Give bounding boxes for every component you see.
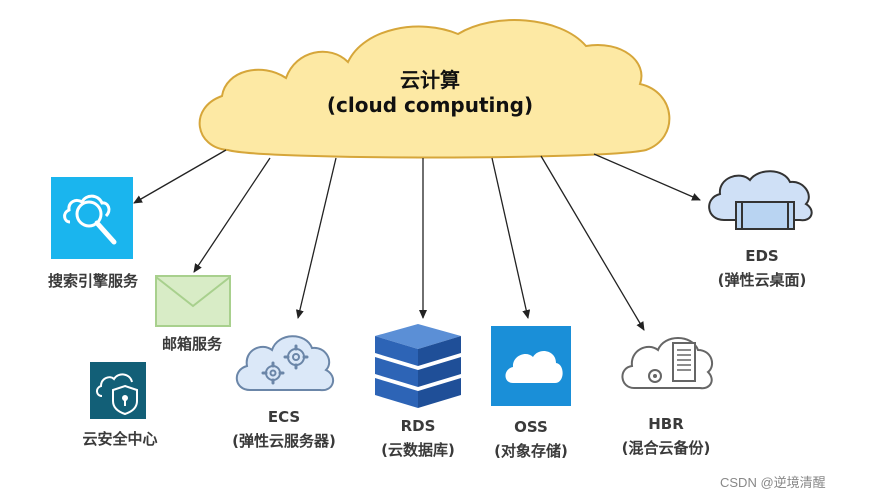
- oss-icon: [491, 326, 571, 406]
- security-center-icon: [90, 362, 146, 419]
- oss-name: OSS: [514, 418, 548, 436]
- ecs-name: ECS: [267, 408, 301, 426]
- mail-label: 邮箱服务: [161, 335, 222, 353]
- eds-name: EDS: [745, 247, 779, 265]
- arrow-oss: [491, 157, 531, 319]
- hbr-desc: (混合云备份): [621, 439, 711, 457]
- ecs-desc: (弹性云服务器): [232, 432, 336, 450]
- watermark: CSDN @逆境清醒: [720, 475, 826, 490]
- hbr-icon: [621, 337, 714, 390]
- cloud-title-cn: 云计算: [400, 68, 460, 92]
- arrow-mail: [193, 157, 271, 273]
- arrows: [133, 149, 701, 331]
- rds-desc: (云数据库): [381, 441, 455, 459]
- rds-name: RDS: [400, 417, 436, 435]
- search-engine-label: 搜索引擎服务: [47, 272, 138, 290]
- eds-desc: (弹性云桌面): [717, 271, 807, 289]
- arrow-search: [133, 149, 227, 204]
- oss-desc: (对象存储): [494, 442, 568, 460]
- cloud-title-en: (cloud computing): [326, 93, 534, 117]
- arrow-ecs: [295, 157, 337, 319]
- rds-icon: [375, 324, 461, 408]
- mail-icon: [155, 275, 231, 327]
- hbr-name: HBR: [648, 415, 684, 433]
- arrow-hbr: [540, 155, 645, 331]
- ecs-icon: [235, 335, 335, 392]
- arrow-eds: [593, 153, 701, 201]
- main-cloud: [198, 19, 671, 159]
- search-engine-icon: [51, 177, 133, 259]
- eds-icon: [708, 170, 813, 230]
- security-center-label: 云安全中心: [82, 430, 158, 448]
